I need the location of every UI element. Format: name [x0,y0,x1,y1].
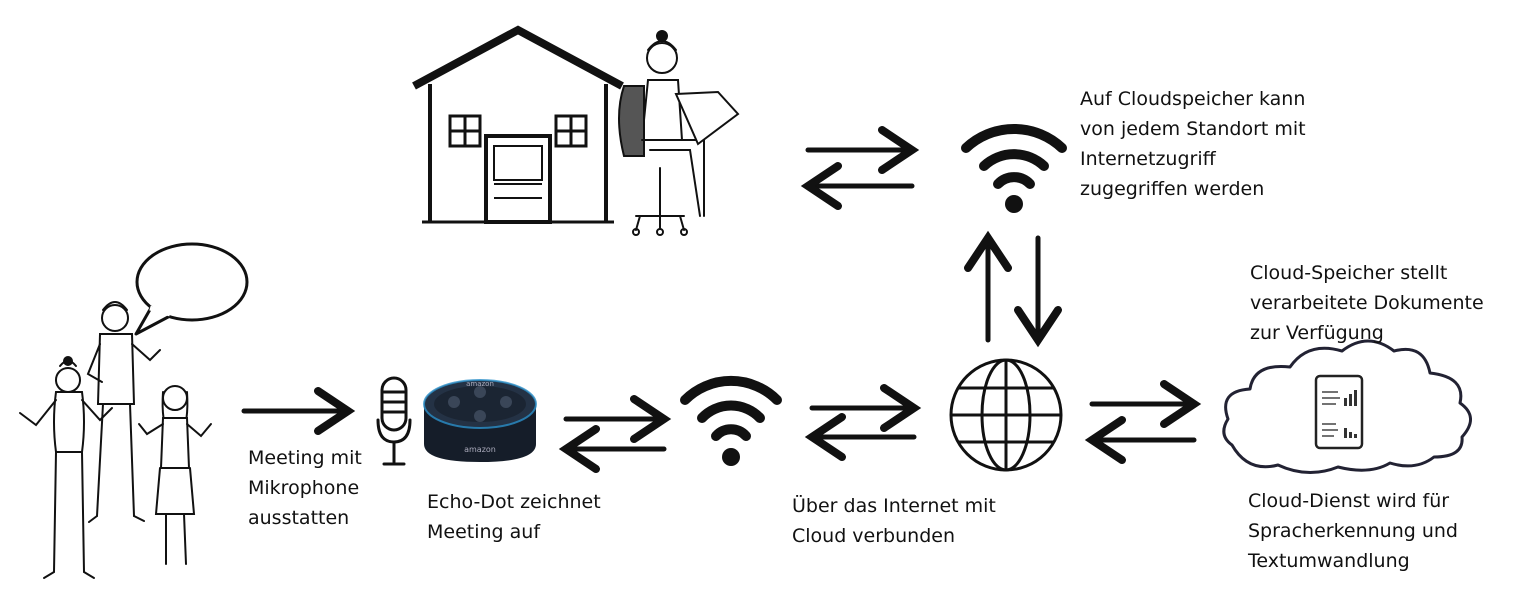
label-cloud-service-line-3: Textumwandlung [1248,550,1410,572]
label-cloud-service: Cloud-Dienst wird für Spracherkennung un… [1248,486,1458,576]
label-internet: Über das Internet mit Cloud verbunden [792,491,996,551]
bidirectional-arrow-wifi-globe [804,384,922,461]
label-meeting-line-2: Mikrophone [248,477,360,499]
label-cloud-service-line-1: Cloud-Dienst wird für [1248,490,1450,512]
bidirectional-arrow-globe-wifi-top [964,230,1062,348]
house-icon [412,25,624,224]
label-cloud-storage-line-1: Cloud-Speicher stellt [1250,262,1448,284]
label-remote-access: Auf Cloudspeicher kann von jedem Standor… [1080,84,1306,204]
echo-dot-icon: amazon amazon [423,379,537,462]
label-echo-line-2: Meeting auf [427,521,541,543]
wifi-icon [680,375,782,466]
label-internet-line-2: Cloud verbunden [792,525,955,547]
label-remote-access-line-1: Auf Cloudspeicher kann [1080,88,1306,110]
label-meeting-line-1: Meeting mit [248,447,362,469]
label-cloud-service-line-2: Spracherkennung und [1248,520,1458,542]
bidirectional-arrow-echo-wifi [558,395,672,473]
microphone-icon [376,376,412,466]
woman-laptop-icon [618,30,740,236]
label-echo: Echo-Dot zeichnet Meeting auf [427,487,601,547]
bidirectional-arrow-home-wifi [800,126,920,210]
label-internet-line-1: Über das Internet mit [792,495,996,517]
label-remote-access-line-4: zugegriffen werden [1080,178,1265,200]
bidirectional-arrow-globe-cloud [1084,380,1202,464]
label-remote-access-line-3: Internetzugriff [1080,148,1216,170]
label-remote-access-line-2: von jedem Standort mit [1080,118,1306,140]
label-echo-line-1: Echo-Dot zeichnet [427,491,601,513]
label-cloud-storage-line-2: verarbeitete Dokumente [1250,292,1484,314]
echo-brand-text: amazon [466,380,494,388]
label-cloud-storage-line-3: zur Verfügung [1250,322,1384,344]
cloud-document-icon [1222,339,1472,474]
label-cloud-storage: Cloud-Speicher stellt verarbeitete Dokum… [1250,258,1484,348]
label-meeting: Meeting mit Mikrophone ausstatten [248,443,362,533]
speech-bubble-icon [134,242,249,336]
echo-brand-text-front: amazon [464,445,496,454]
label-meeting-line-3: ausstatten [248,507,350,529]
globe-icon [949,358,1063,472]
wifi-icon-top [961,123,1067,213]
people-meeting-icon [19,301,212,579]
